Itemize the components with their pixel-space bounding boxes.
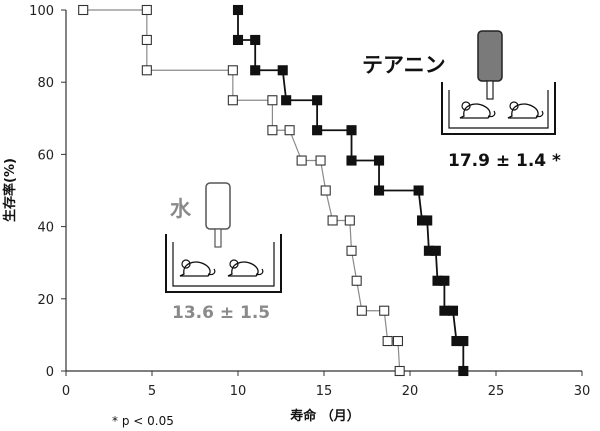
x-tick-label: 25 (488, 384, 505, 399)
series-0-point (227, 65, 238, 76)
y-tick-label: 60 (37, 148, 54, 163)
series-0-point (382, 335, 393, 347)
axis-ticks: 0 5 10 15 20 25 30 0 20 40 60 80 100 (29, 4, 590, 399)
series-0-point (327, 215, 338, 226)
series-1-point (439, 305, 450, 316)
water-bottle-illustration (205, 182, 231, 248)
series-1-point (413, 185, 424, 196)
series-1-point (430, 245, 441, 256)
water-cage-illustration (165, 234, 282, 293)
series-1-point (422, 215, 433, 226)
series-1-point (232, 4, 244, 16)
y-tick-label: 20 (37, 293, 54, 308)
y-axis-label: 生存率(%) (2, 158, 18, 222)
series-1-point (458, 365, 469, 377)
series-1-point (250, 34, 261, 46)
series-0-point (315, 155, 326, 166)
series-1-point (439, 275, 450, 286)
series-0-point (296, 155, 307, 166)
x-tick-label: 30 (574, 384, 591, 399)
series-0-point (227, 95, 238, 106)
series-1-point (277, 65, 288, 76)
x-tick-label: 20 (402, 384, 419, 399)
series-0-point (320, 185, 331, 196)
series-1-point (346, 125, 357, 136)
series-0-point (267, 95, 278, 106)
series-1-point (281, 95, 292, 106)
series-0-point (284, 125, 295, 136)
mouse-icon (459, 101, 496, 119)
series-0-point (344, 215, 355, 226)
series-0-point (141, 65, 152, 76)
x-tick-label: 15 (316, 384, 333, 399)
series-0-point (379, 305, 390, 316)
mouse-icon (227, 259, 264, 277)
series-0-point (141, 34, 152, 46)
series-1-point (458, 335, 469, 347)
water-label: 水 (170, 197, 192, 221)
theanine-lifespan-stat: 17.9 ± 1.4 * (448, 151, 561, 171)
series-1-point (312, 125, 323, 136)
series-0-point (351, 275, 362, 286)
series-0-point (78, 4, 89, 16)
series-layer (78, 4, 469, 377)
series-1-point (373, 185, 385, 196)
theanine-cage-illustration (441, 82, 556, 135)
theanine-label: テアニン (362, 53, 446, 77)
series-1-point (250, 65, 261, 76)
x-tick-label: 5 (148, 384, 156, 399)
series-1-point (346, 155, 357, 166)
mouse-icon (179, 259, 216, 277)
water-lifespan-stat: 13.6 ± 1.5 (172, 303, 270, 323)
y-tick-label: 40 (37, 221, 54, 236)
series-1-point (312, 95, 323, 106)
series-1-point (373, 155, 385, 166)
x-tick-label: 0 (62, 384, 70, 399)
mouse-icon (507, 101, 544, 119)
series-0-point (346, 245, 357, 256)
series-0-point (267, 125, 278, 136)
series-0-point (356, 305, 367, 316)
series-1-point (447, 305, 459, 316)
y-tick-label: 80 (37, 76, 54, 91)
series-0-point (392, 335, 404, 347)
theanine-bottle-illustration (477, 30, 503, 100)
x-tick-label: 10 (230, 384, 247, 399)
series-0-point (394, 365, 405, 377)
x-axis-label: 寿命 （月） (290, 408, 360, 424)
series-1-point (232, 34, 244, 46)
significance-note: * p < 0.05 (112, 414, 174, 428)
y-tick-label: 0 (46, 365, 54, 380)
y-tick-label: 100 (29, 4, 54, 19)
series-0-point (141, 4, 152, 16)
